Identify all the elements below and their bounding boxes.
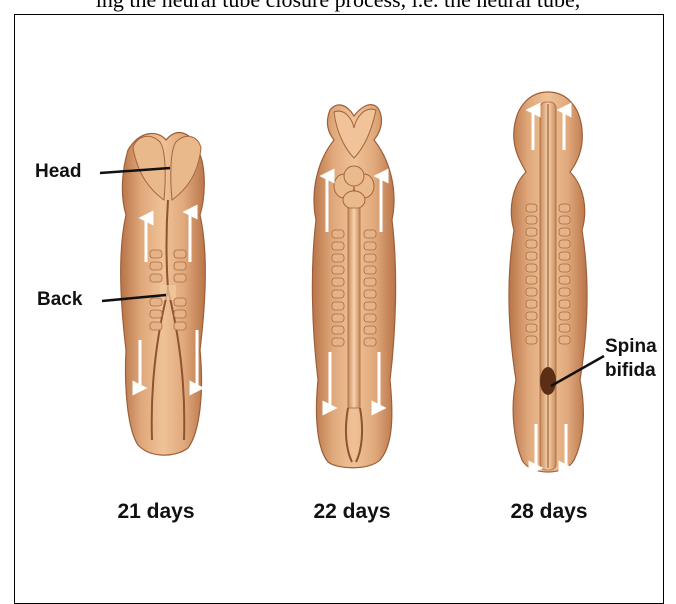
embryo-28-days [509, 92, 587, 472]
embryo-21-days [121, 133, 206, 456]
stage-label-21-days: 21 days [117, 500, 194, 523]
label-back: Back [37, 289, 83, 310]
label-head: Head [35, 161, 81, 182]
embryo-22-days [312, 105, 395, 468]
stage-label-28-days: 28 days [510, 500, 587, 523]
stage-label-22-days: 22 days [313, 500, 390, 523]
label-spina-bifida-line2: bifida [605, 360, 656, 381]
label-spina-bifida-line1: Spina [605, 336, 657, 357]
